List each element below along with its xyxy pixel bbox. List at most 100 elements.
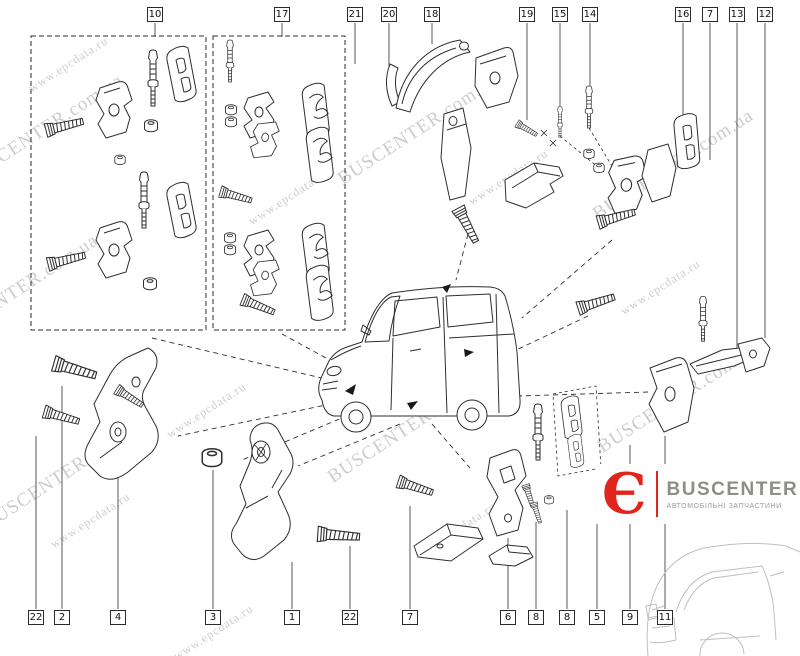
screw <box>514 119 540 139</box>
headlight <box>326 365 342 377</box>
pillar-bracket <box>230 422 294 560</box>
callout-top-12[interactable]: 12 <box>757 7 773 22</box>
connection-lines <box>151 233 649 469</box>
hinge-shim-plate <box>166 181 197 239</box>
callout-bottom-3[interactable]: 3 <box>205 610 221 625</box>
callout-top-15[interactable]: 15 <box>552 7 568 22</box>
callout-bottom-2[interactable]: 2 <box>54 610 70 625</box>
hinge-hole <box>664 386 676 402</box>
bolt <box>451 204 483 246</box>
hood-crease <box>330 345 362 361</box>
door-seams <box>390 293 515 414</box>
callout-top-17[interactable]: 17 <box>274 7 290 22</box>
callout-bottom-8b[interactable]: 8 <box>559 610 575 625</box>
washer <box>224 244 236 256</box>
front-wheel <box>340 401 372 433</box>
gasket-plate <box>302 125 337 184</box>
callout-top-13[interactable]: 13 <box>729 7 745 22</box>
callout-bottom-9[interactable]: 9 <box>622 610 638 625</box>
hinge-pin <box>225 39 235 83</box>
bracket-hole <box>131 376 141 388</box>
washer <box>114 154 126 165</box>
door-handle <box>409 348 422 352</box>
hinge-pin <box>147 49 159 107</box>
van-sketch <box>645 542 800 656</box>
check-strap-lower <box>440 107 472 201</box>
callout-bottom-7[interactable]: 7 <box>402 610 418 625</box>
callout-top-14[interactable]: 14 <box>582 7 598 22</box>
x-mark <box>540 129 557 147</box>
bushing <box>583 148 595 159</box>
washer <box>544 495 554 505</box>
check-strap-hole <box>448 116 458 126</box>
callout-bottom-5[interactable]: 5 <box>589 610 605 625</box>
sketch-front <box>647 616 677 644</box>
check-strap-line <box>446 123 467 131</box>
bolt <box>575 289 617 316</box>
hinge-pin <box>138 171 150 229</box>
group-door-check-top <box>386 39 519 246</box>
group-10-front-hinges <box>30 35 207 331</box>
callout-bottom-6[interactable]: 6 <box>500 610 516 625</box>
gasket-plate <box>565 433 587 469</box>
bracket-hole <box>109 421 127 443</box>
channel-bracket <box>504 162 564 209</box>
van-body <box>318 286 521 417</box>
callout-top-20[interactable]: 20 <box>381 7 397 22</box>
mirror <box>360 324 372 336</box>
hinge-line <box>655 363 683 373</box>
bolt <box>50 355 99 384</box>
washer <box>224 232 236 244</box>
group-pins-19-15-14 <box>504 85 613 209</box>
striker-bracket <box>486 449 527 537</box>
group-bracket-4 <box>41 347 159 480</box>
sketch-body <box>646 542 800 656</box>
group-bracket-1 <box>201 422 361 560</box>
callout-bottom-1[interactable]: 1 <box>284 610 300 625</box>
hinge-pin <box>556 106 564 138</box>
hinge-pin <box>532 403 544 461</box>
callout-top-21[interactable]: 21 <box>347 7 363 22</box>
pin-leader-dashed <box>559 127 613 173</box>
check-strap-arm <box>395 39 471 113</box>
callout-bottom-22b[interactable]: 22 <box>342 610 358 625</box>
grille <box>321 380 339 391</box>
sketch-windshield <box>683 571 759 611</box>
windshield <box>364 295 401 343</box>
check-strap-pivot <box>459 41 469 51</box>
group-box-10 <box>30 35 207 331</box>
callout-bottom-8[interactable]: 8 <box>528 610 544 625</box>
hinge-leaf <box>641 143 677 203</box>
hinge-pin <box>698 295 708 342</box>
hook-bracket-line <box>506 544 531 555</box>
bolt <box>239 293 277 319</box>
bolt <box>43 113 86 138</box>
callout-top-19[interactable]: 19 <box>519 7 535 22</box>
bracket-line <box>99 441 123 459</box>
callout-bottom-22[interactable]: 22 <box>28 610 44 625</box>
callout-top-7[interactable]: 7 <box>702 7 718 22</box>
hinge-shim-plate <box>166 45 197 103</box>
group-door-check-right <box>575 289 771 433</box>
bolt <box>41 404 82 429</box>
front-wheel-hub <box>348 409 364 425</box>
callout-top-10[interactable]: 10 <box>147 7 163 22</box>
callout-bottom-4[interactable]: 4 <box>110 610 126 625</box>
bracket-lines <box>245 469 283 509</box>
bushing-hatch <box>253 443 269 461</box>
callout-bottom-11[interactable]: 11 <box>657 610 673 625</box>
sketch-cab <box>675 565 777 641</box>
callout-top-16[interactable]: 16 <box>675 7 691 22</box>
bolt <box>218 185 254 207</box>
bushing <box>144 119 158 133</box>
sketch-details <box>651 571 785 641</box>
screw <box>529 501 545 525</box>
check-bracket-line <box>479 55 507 65</box>
pointer-arrow <box>442 284 451 293</box>
callout-top-18[interactable]: 18 <box>424 7 440 22</box>
washer <box>225 104 237 116</box>
logo-title: BUSCENTER <box>666 478 799 500</box>
gasket-plate <box>302 263 337 322</box>
vehicle-van <box>318 284 521 433</box>
